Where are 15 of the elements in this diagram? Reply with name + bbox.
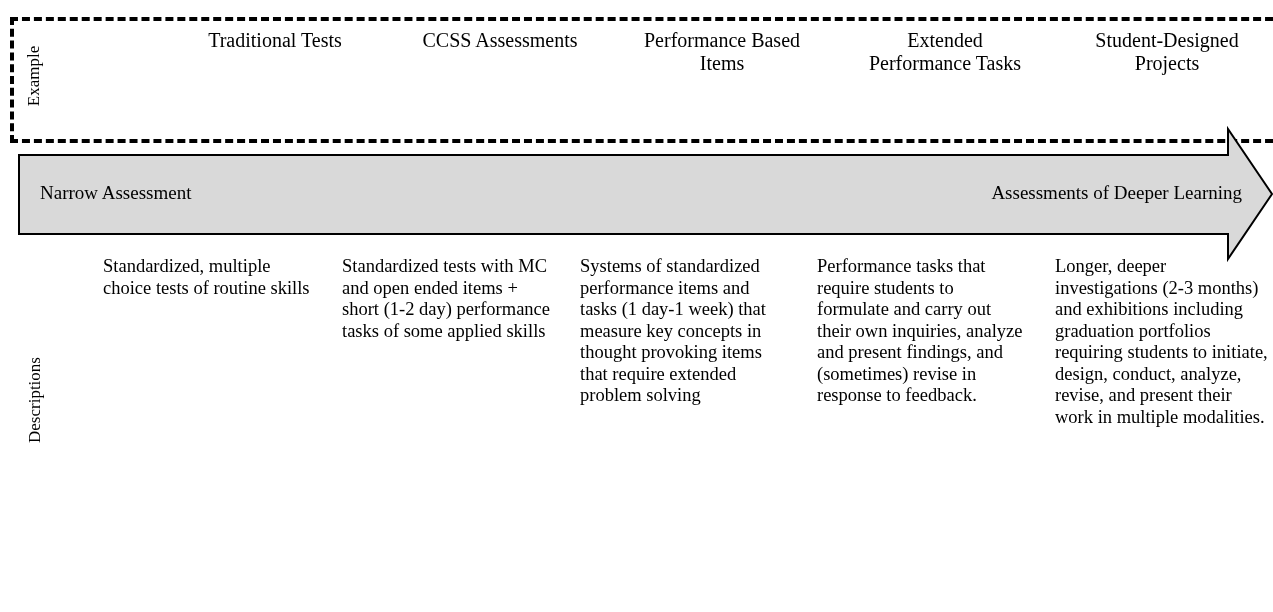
description-text: Systems of standardized performance items and tasks (1 day-1 week) that measure key concepts in thought provoking items that require extended problem solving [580,256,767,407]
scale-end-label: Assessments of Deeper Learning [991,182,1242,204]
description-text: Performance tasks that require students to formulate and carry out their own inquiries, analyze and present findings, and (sometimes) revise in response to feedback. [817,256,1024,407]
scale-end-label: Narrow Assessment [40,182,192,204]
row-label: Example [24,45,45,107]
column-heading: Student-Designed Projects [1094,29,1240,75]
column-heading: Traditional Tests [207,29,343,52]
description-text: Standardized, multiple choice tests of routine skills [103,256,311,299]
description-text: Standardized tests with MC and open ended items + short (1-2 day) performance tasks of some applied skills [342,256,552,342]
description-text: Longer, deeper investigations (2-3 months) and exhibitions including graduation portfolios requiring students to initiate, design, conduct, analyze, revise, and present their work in multiple modalities. [1055,256,1269,428]
column-heading: Extended Performance Tasks [867,29,1023,75]
dashed-frame [10,17,1273,143]
column-heading: CCSS Assessments [421,29,579,52]
column-heading: Performance Based Items [642,29,801,75]
row-label: Descriptions [24,357,45,443]
